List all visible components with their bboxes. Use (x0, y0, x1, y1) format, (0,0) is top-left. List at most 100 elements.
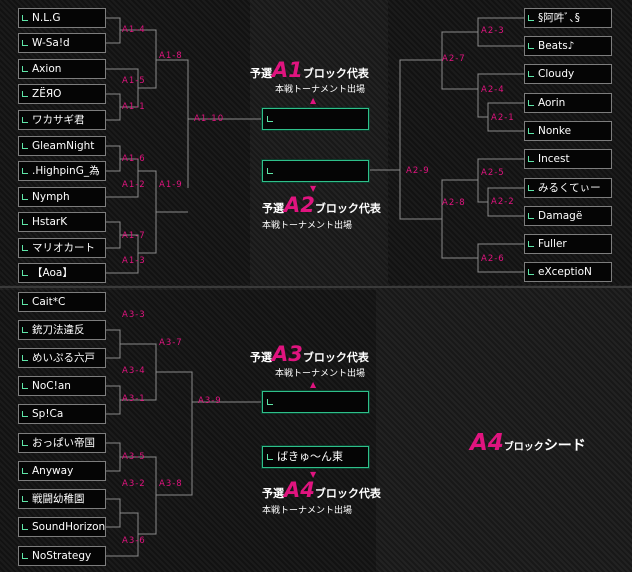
team-slot[interactable]: Anyway (18, 461, 106, 481)
team-slot[interactable]: マリオカート (18, 238, 106, 258)
match-label: A1-4 (122, 25, 146, 35)
match-label: A1-6 (122, 154, 146, 164)
match-label: A1-2 (122, 180, 146, 190)
match-label: A2-5 (481, 168, 505, 178)
a1-qualifier-title: 予選A1ブロック代表 (250, 58, 369, 82)
bracket-connector (106, 512, 139, 557)
team-slot[interactable]: Aorin (524, 93, 612, 113)
bracket-connector (120, 29, 157, 89)
qualifier-suffix: ブロック代表 (302, 351, 369, 364)
bracket-connector (399, 59, 442, 220)
a1-qualifier-subtitle: 本戦トーナメント出場 (275, 85, 366, 95)
a4-seed-suffix-big: シード (543, 438, 586, 454)
team-slot[interactable]: みるくてぃー (524, 178, 612, 198)
block-name: A2 (284, 193, 315, 217)
team-slot[interactable]: ZЁЯO (18, 84, 106, 104)
team-slot[interactable]: 戦闘幼稚園 (18, 489, 106, 509)
team-slot[interactable]: Nonke (524, 121, 612, 141)
match-label: A1-8 (159, 51, 183, 61)
match-label: A2-4 (481, 85, 505, 95)
down-arrow-icon: ▼ (310, 184, 317, 193)
match-label: A1-10 (194, 114, 225, 124)
team-slot[interactable]: §阿吽ﾞ､§ (524, 8, 612, 28)
a3-qualifier-subtitle: 本戦トーナメント出場 (275, 369, 366, 379)
block-name: A4 (284, 478, 315, 502)
match-label: A3-1 (122, 394, 146, 404)
team-slot[interactable]: Cloudy (524, 64, 612, 84)
team-slot[interactable]: おっぱい帝国 (18, 433, 106, 453)
a4-seed-title: A4ブロックシード (470, 430, 586, 456)
a4-seed-box[interactable]: ばきゅ～ん東 (262, 446, 369, 468)
team-slot[interactable]: Fuller (524, 234, 612, 254)
match-label: A3-6 (122, 536, 146, 546)
qualifier-prefix: 予選 (250, 351, 272, 364)
match-label: A3-8 (159, 479, 183, 489)
team-slot[interactable]: Incest (524, 149, 612, 169)
bracket-connector (106, 442, 121, 472)
match-label: A3-3 (122, 310, 146, 320)
match-label: A1-5 (122, 76, 146, 86)
block-name: A1 (272, 58, 303, 82)
up-arrow-icon: ▲ (310, 96, 317, 105)
qualifier-suffix: ブロック代表 (314, 487, 381, 500)
match-label: A2-7 (442, 54, 466, 64)
a4-qualifier-subtitle: 本戦トーナメント出場 (262, 506, 353, 516)
team-slot[interactable]: Beats♪ (524, 36, 612, 56)
a4-seed-block: A4 (470, 430, 504, 456)
team-slot[interactable]: N.L.G (18, 8, 106, 28)
team-slot[interactable]: 銃刀法違反 (18, 320, 106, 340)
match-label: A2-8 (442, 198, 466, 208)
team-slot[interactable]: Axion (18, 59, 106, 79)
team-slot[interactable]: .HighpinG_為 (18, 161, 106, 181)
a2-winner-box[interactable] (262, 160, 369, 182)
a2-qualifier-title: 予選A2ブロック代表 (262, 193, 381, 217)
team-slot[interactable]: W-Sa!d (18, 33, 106, 53)
down-arrow-icon: ▼ (310, 470, 317, 479)
a4-qualifier-title: 予選A4ブロック代表 (262, 478, 381, 502)
bracket-connector (477, 158, 524, 203)
match-label: A1-3 (122, 256, 146, 266)
team-slot[interactable]: Cait*C (18, 292, 106, 312)
a3-winner-box[interactable] (262, 391, 369, 413)
bracket-connector (106, 385, 121, 415)
qualifier-suffix: ブロック代表 (302, 67, 369, 80)
team-slot[interactable]: HstarK (18, 212, 106, 232)
match-label: A2-1 (491, 113, 515, 123)
qualifier-prefix: 予選 (262, 487, 284, 500)
team-slot[interactable]: NoStrategy (18, 546, 106, 566)
a1-winner-box[interactable] (262, 108, 369, 130)
bracket-connector (106, 17, 121, 44)
bracket-connector (106, 93, 121, 121)
team-slot[interactable]: Nymph (18, 187, 106, 207)
team-slot[interactable]: Damagё (524, 206, 612, 226)
team-slot[interactable]: 【Aoa】 (18, 263, 106, 283)
match-label: A3-9 (198, 396, 222, 406)
match-label: A1-9 (159, 180, 183, 190)
bracket-connector (106, 498, 121, 528)
match-label: A2-2 (491, 197, 515, 207)
match-label: A3-4 (122, 366, 146, 376)
team-slot[interactable]: GleamNight (18, 136, 106, 156)
team-slot[interactable]: めいぷる六戸 (18, 348, 106, 368)
team-slot[interactable]: eXceptioN (524, 262, 612, 282)
match-label: A1-1 (122, 102, 146, 112)
bracket-connector (106, 158, 139, 198)
team-slot[interactable]: NoC!an (18, 376, 106, 396)
team-slot[interactable]: ワカサギ君 (18, 110, 106, 130)
bracket-connector (106, 221, 121, 249)
section-divider (0, 286, 632, 288)
team-slot[interactable]: SoundHorizon (18, 517, 106, 537)
bracket-connector (106, 145, 121, 172)
bracket-connector (156, 371, 193, 496)
match-label: A2-6 (481, 254, 505, 264)
a3-qualifier-title: 予選A3ブロック代表 (250, 342, 369, 366)
match-label: A1-7 (122, 231, 146, 241)
bracket-connector (441, 179, 478, 259)
a4-seed-suffix-small: ブロック (503, 442, 544, 453)
qualifier-prefix: 予選 (262, 202, 284, 215)
team-slot[interactable]: Sp!Ca (18, 404, 106, 424)
match-label: A3-2 (122, 479, 146, 489)
bracket-connector (106, 329, 121, 359)
